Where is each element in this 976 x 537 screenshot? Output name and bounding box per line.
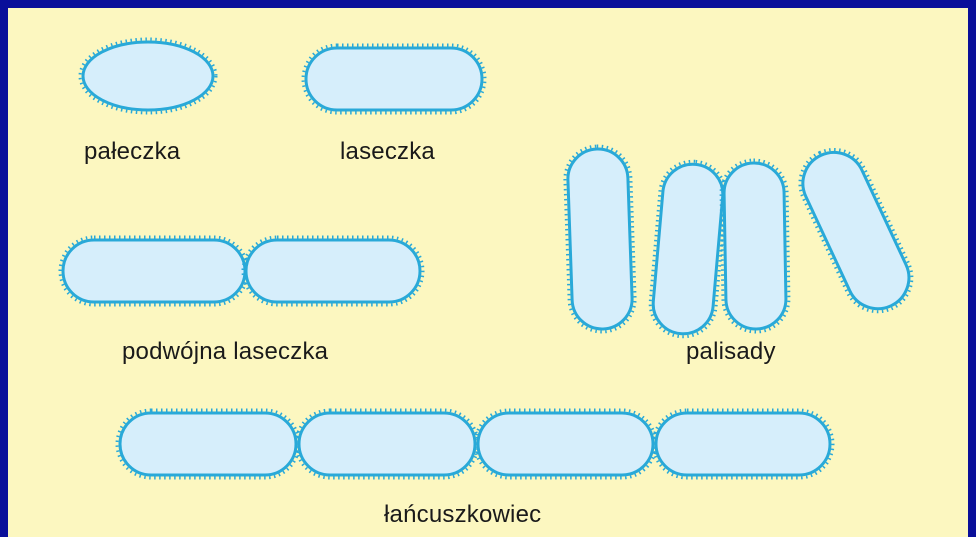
bacteria-diagram: .cell { fill: #d6eefb; stroke: #29a9d8; …	[8, 8, 968, 537]
label-laseczka: laseczka	[340, 138, 435, 166]
lancuszkowiec-cells	[117, 410, 833, 478]
laseczka-cell	[303, 45, 485, 113]
paleczka-cell	[80, 39, 216, 113]
diagram-panel: .cell { fill: #d6eefb; stroke: #29a9d8; …	[8, 8, 968, 537]
palisady-cells	[564, 138, 923, 339]
podwojna-laseczka-cells	[60, 237, 423, 305]
label-lancuszkowiec: łańcuszkowiec	[384, 501, 541, 529]
label-podwojna-laseczka: podwójna laseczka	[122, 338, 328, 366]
label-palisady: palisady	[686, 338, 776, 366]
label-paleczka: pałeczka	[84, 138, 180, 166]
